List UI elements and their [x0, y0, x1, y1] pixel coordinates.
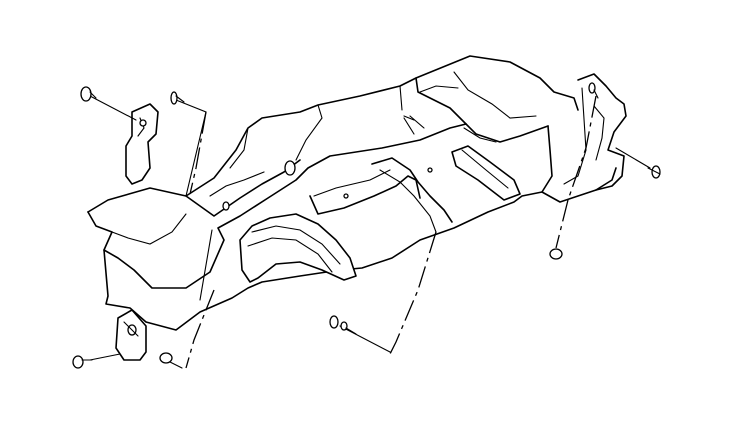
push-pin-retainer-icon	[588, 82, 596, 94]
center-left-panel	[185, 159, 301, 217]
fastener-1	[80, 86, 97, 102]
fastener-6	[588, 82, 599, 99]
push-pin-retainer-icon	[72, 355, 84, 369]
left-lower-bracket	[115, 309, 147, 361]
fastener-2	[170, 91, 185, 105]
push-pin-retainer-icon	[170, 91, 178, 105]
push-pin-retainer-icon	[329, 315, 339, 329]
right-bracket	[563, 73, 627, 191]
push-pin-retainer-icon	[80, 86, 92, 102]
assembly-lines	[89, 95, 651, 369]
upper-duct-section	[403, 71, 553, 193]
curved-duct	[239, 213, 357, 283]
center-channel	[309, 157, 453, 233]
fastener-3	[72, 355, 93, 369]
insulator-panel	[87, 55, 617, 331]
fastener-4	[159, 352, 183, 369]
push-pin-retainer-icon	[159, 352, 173, 364]
right-channel-rib	[451, 127, 521, 201]
fastener-5	[329, 315, 357, 335]
fastener-7	[549, 165, 661, 260]
left-upper-bracket	[125, 103, 159, 185]
push-pin-retainer-icon	[549, 248, 563, 260]
